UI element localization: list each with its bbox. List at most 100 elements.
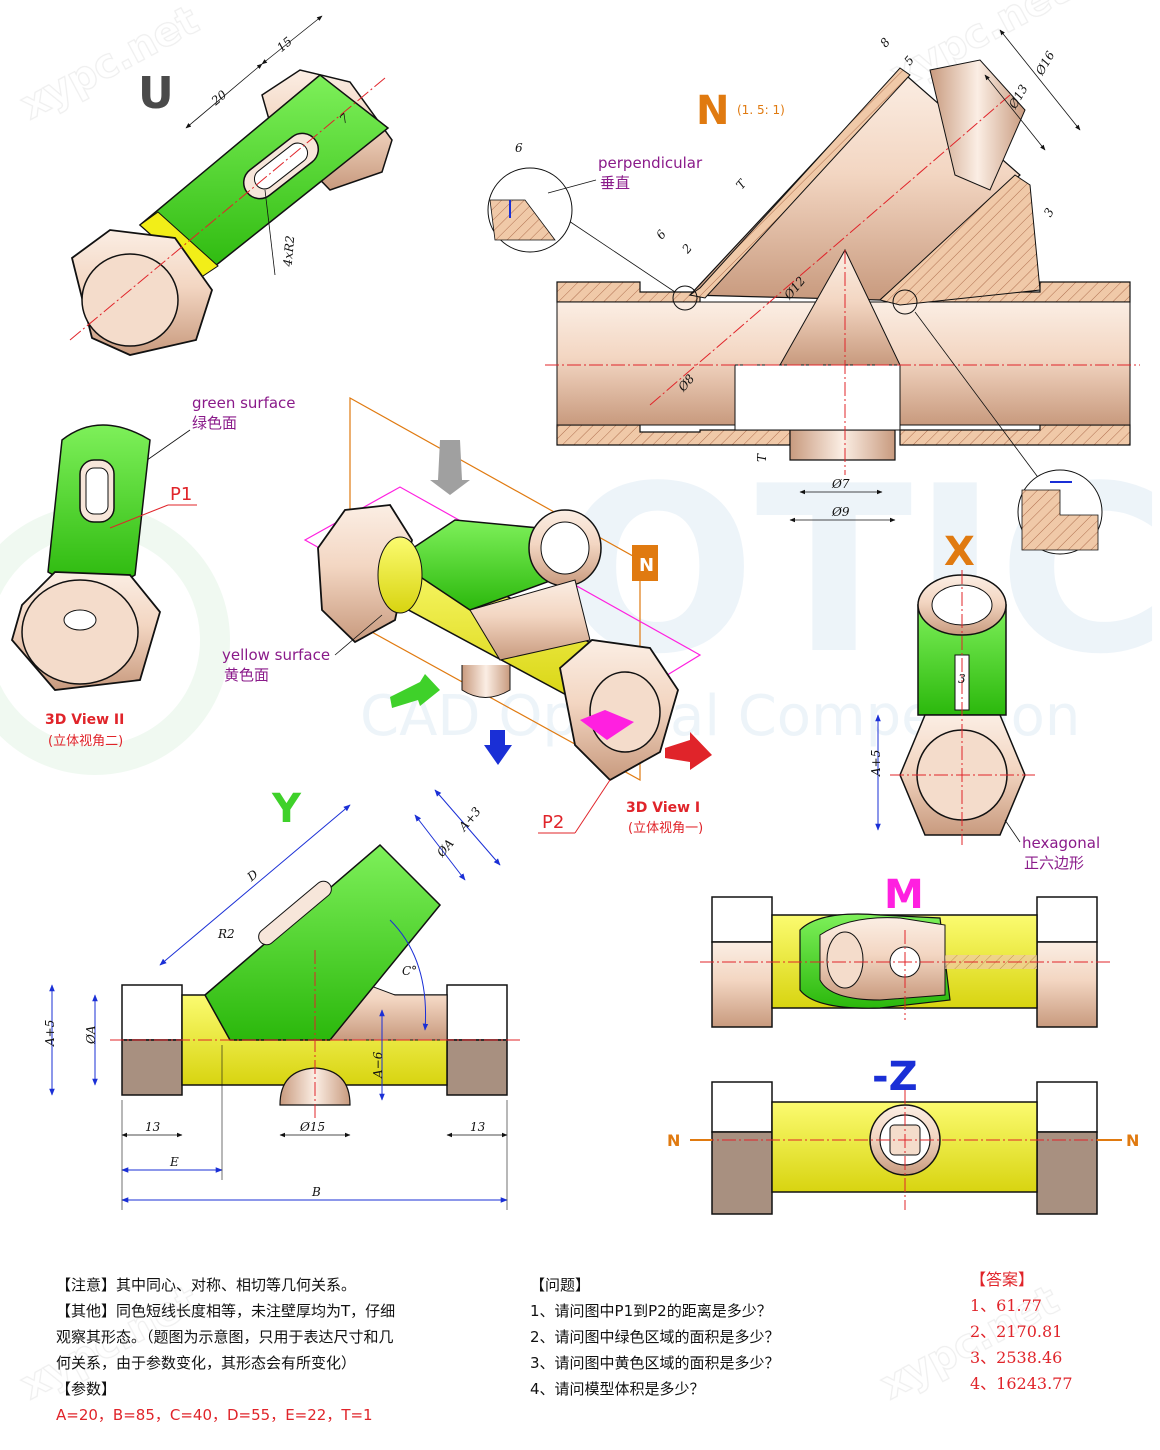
- questions-block: 【问题】 1、请问图中P1到P2的距离是多少？ 2、请问图中绿色区域的面积是多少…: [530, 1272, 780, 1402]
- view1-subtitle: (立体视角一): [628, 821, 703, 836]
- z-section-label-left: N: [667, 1131, 680, 1150]
- n-dim-d9: Ø9: [831, 505, 850, 519]
- n-callout-perpendicular-cn: 垂直: [600, 174, 630, 192]
- y-right-block-top: [446, 984, 508, 1041]
- view-negz: -Z N N: [667, 1054, 1139, 1215]
- n-callout-perpendicular: perpendicular: [598, 154, 703, 172]
- n-dim-d7: Ø7: [831, 477, 850, 491]
- y-dim-a6: A−6: [371, 1051, 385, 1079]
- view2-title: 3D View II: [45, 712, 124, 728]
- n-dim-8: 8: [877, 35, 893, 50]
- callout-hex: hexagonal: [1022, 834, 1100, 852]
- y-dim-da2: ØA: [84, 1025, 98, 1045]
- question-2: 2、请问图中绿色区域的面积是多少？: [530, 1328, 780, 1346]
- n-callout-leader: [547, 179, 597, 194]
- answer-4: 4、16243.77: [970, 1374, 1073, 1393]
- v1-plane-n-badge: [632, 545, 658, 581]
- z-section-label-right: N: [1126, 1131, 1139, 1150]
- note-line-3: 观察其形态。（题图为示意图，只用于表达尺寸和几: [56, 1328, 394, 1346]
- y-dim-13b: 13: [470, 1120, 486, 1134]
- u-dim-15-line: [261, 15, 323, 65]
- callout-yellow-cn: 黄色面: [224, 666, 269, 684]
- v1-arrow-m-icon: [580, 710, 634, 740]
- n-detail-circle-left: [672, 285, 698, 311]
- y-dim-a3-line: [434, 789, 501, 866]
- n-branch-wall-right: [878, 174, 1041, 306]
- v1-boss: [461, 665, 511, 698]
- view-x: X 3 A+5 hexagonal 正六边形: [869, 529, 1100, 872]
- note-line-2: 【其他】同色短线长度相等，未注壁厚均为T，仔细: [56, 1302, 396, 1320]
- note-line-1: 【注意】其中同心、对称、相切等几何关系。: [56, 1276, 357, 1294]
- n-pipe-wall-top-left: [556, 281, 701, 303]
- callout-p2: P2: [542, 812, 564, 833]
- view2-subtitle: (立体视角二): [48, 734, 123, 749]
- y-dim-d-line: [159, 804, 351, 966]
- n-dim-3: 3: [1041, 205, 1057, 219]
- n-detail-circle-right: [892, 289, 918, 315]
- answer-2: 2、2170.81: [970, 1322, 1063, 1341]
- answers-block: 【答案】 1、61.77 2、2170.81 3、2538.46 4、16243…: [970, 1267, 1073, 1397]
- y-dim-a5: A+5: [43, 1020, 57, 1047]
- y-dim-d15: Ø15: [299, 1120, 325, 1134]
- u-leader-r2: [264, 189, 276, 276]
- u-centerline: [69, 77, 386, 341]
- v1-arrow-x-icon: [665, 732, 712, 770]
- question-1: 1、请问图中P1到P2的距离是多少？: [530, 1302, 772, 1320]
- callout-hex-leader: [1004, 819, 1021, 843]
- n-pipe-wall-bottom-left: [556, 424, 791, 446]
- view-y: Y D A+3 ØA R2 C° A+5 ØA A−6: [43, 786, 520, 1210]
- n-inner-chamber: [734, 364, 901, 431]
- m-right-block-top: [1036, 896, 1098, 943]
- y-dim-b: B: [311, 1185, 321, 1199]
- v1-arrow-y-icon: [390, 674, 440, 708]
- answer-1: 1、61.77: [970, 1296, 1042, 1315]
- u-front-bore: [81, 253, 179, 347]
- y-dim-da: ØA: [433, 836, 456, 860]
- n-dim-d13-line: [984, 74, 1046, 151]
- view-m: M: [700, 872, 1110, 1028]
- v1-branch-bore: [540, 521, 590, 575]
- view-3d-2: green surface 绿色面 P1 3D View II (立体视角二): [11, 394, 296, 749]
- answer-3: 3、2538.46: [970, 1348, 1063, 1367]
- view-u: U 20 15 7 4xR2: [69, 15, 393, 356]
- question-4: 4、请问模型体积是多少？: [530, 1380, 705, 1398]
- v1-arrow-u-icon: [430, 440, 470, 495]
- n-dim-2: 2: [679, 241, 695, 257]
- y-dim-r2: R2: [217, 927, 235, 941]
- y-dim-c-arc: [389, 919, 429, 1031]
- y-left-block-bottom: [121, 1039, 183, 1096]
- x-dim-a5: A+5: [869, 750, 883, 777]
- questions-title: 【问题】: [530, 1276, 591, 1294]
- note-params: A=20，B=85，C=40，D=55，E=22，T=1: [56, 1406, 373, 1424]
- v2-inner-hole: [63, 609, 97, 631]
- v2-bore: [21, 579, 139, 685]
- v1-arrow-z-icon: [484, 730, 512, 765]
- callout-p2-leader: [574, 779, 611, 834]
- callout-green-cn: 绿色面: [192, 414, 237, 432]
- view1-title: 3D View I: [626, 800, 700, 816]
- callout-p1: P1: [170, 484, 192, 505]
- y-dim-e: E: [169, 1155, 179, 1169]
- u-dim-4xr2: 4xR2: [281, 235, 298, 268]
- view-x-label: X: [944, 529, 975, 575]
- m-left-block-top: [711, 896, 773, 943]
- z-right-block-bottom: [1036, 1131, 1098, 1215]
- v1-plane-n-label: N: [639, 555, 654, 576]
- question-3: 3、请问图中黄色区域的面积是多少？: [530, 1354, 780, 1372]
- note-line-5: 【参数】: [56, 1380, 117, 1398]
- n-dim-t-top: T: [733, 176, 750, 192]
- u-dim-20-line: [185, 63, 263, 129]
- v2-slot-inner: [85, 467, 109, 515]
- view-m-label: M: [884, 872, 924, 918]
- y-dim-da-line: [414, 814, 466, 881]
- y-left-block-top: [121, 984, 183, 1041]
- notes-block: 【注意】其中同心、对称、相切等几何关系。 【其他】同色短线长度相等，未注壁厚均为…: [56, 1272, 395, 1428]
- y-dim-13a: 13: [145, 1120, 161, 1134]
- callout-yellow-leader: [334, 614, 383, 656]
- z-right-block-top: [1036, 1081, 1098, 1133]
- view-u-label: U: [138, 68, 174, 119]
- n-dim-d16: Ø16: [1032, 48, 1057, 78]
- watermark-site-1: xypc.net: [13, 0, 206, 129]
- n-dim-6b: 6: [653, 227, 669, 242]
- callout-green: green surface: [192, 394, 296, 412]
